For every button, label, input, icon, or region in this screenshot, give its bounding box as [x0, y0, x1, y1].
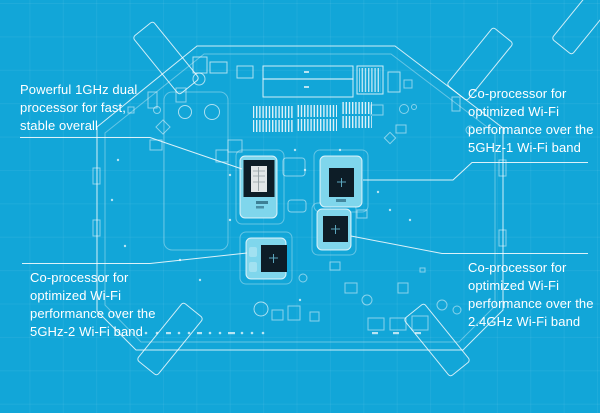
via-dots	[110, 148, 421, 335]
callout-24ghz-line1: Co-processor for	[468, 260, 567, 275]
callout-line-cpu	[20, 137, 243, 170]
callout-cpu-line3: stable overall	[20, 118, 98, 133]
callout-lines	[20, 137, 588, 264]
callout-24ghz-line4: 2.4GHz Wi-Fi band	[468, 314, 581, 329]
callout-line-5ghz2	[22, 252, 248, 264]
antenna-top-left	[133, 21, 199, 95]
callout-5ghz2-line4: 5GHz-2 Wi-Fi band	[30, 324, 143, 339]
callout-wifi-5ghz1: Co-processor for optimized Wi-Fi perform…	[468, 85, 594, 157]
callout-5ghz1-line3: performance over the	[468, 122, 594, 137]
wifi-5ghz2-chip	[245, 237, 287, 280]
wifi-24ghz-chip	[316, 208, 352, 251]
antenna-bottom-right	[404, 303, 470, 377]
callout-24ghz-line3: performance over the	[468, 296, 594, 311]
callout-cpu-line1: Powerful 1GHz dual	[20, 82, 138, 97]
callout-5ghz1-line1: Co-processor for	[468, 86, 567, 101]
callout-wifi-24ghz: Co-processor for optimized Wi-Fi perform…	[468, 259, 594, 331]
callout-5ghz2-line3: performance over the	[30, 306, 156, 321]
callout-5ghz2-line1: Co-processor for	[30, 270, 129, 285]
callout-5ghz1-line4: 5GHz-1 Wi-Fi band	[468, 140, 581, 155]
callout-wifi-5ghz2: Co-processor for optimized Wi-Fi perform…	[30, 269, 156, 341]
top-connectors	[192, 56, 413, 98]
callout-cpu-line2: processor for fast,	[20, 100, 126, 115]
callout-line-24ghz	[350, 235, 588, 254]
antenna-corner-top-right	[552, 0, 600, 55]
antenna-bottom-left	[137, 302, 203, 376]
callout-cpu: Powerful 1GHz dual processor for fast, s…	[20, 81, 137, 135]
wifi-5ghz1-chip	[319, 155, 363, 208]
callout-5ghz2-line2: optimized Wi-Fi	[30, 288, 122, 303]
callout-24ghz-line2: optimized Wi-Fi	[468, 278, 560, 293]
cpu-chip	[239, 155, 278, 219]
callout-line-5ghz1	[363, 162, 588, 181]
board-outline	[92, 45, 507, 351]
ic-strips	[253, 102, 372, 132]
callout-5ghz1-line2: optimized Wi-Fi	[468, 104, 560, 119]
